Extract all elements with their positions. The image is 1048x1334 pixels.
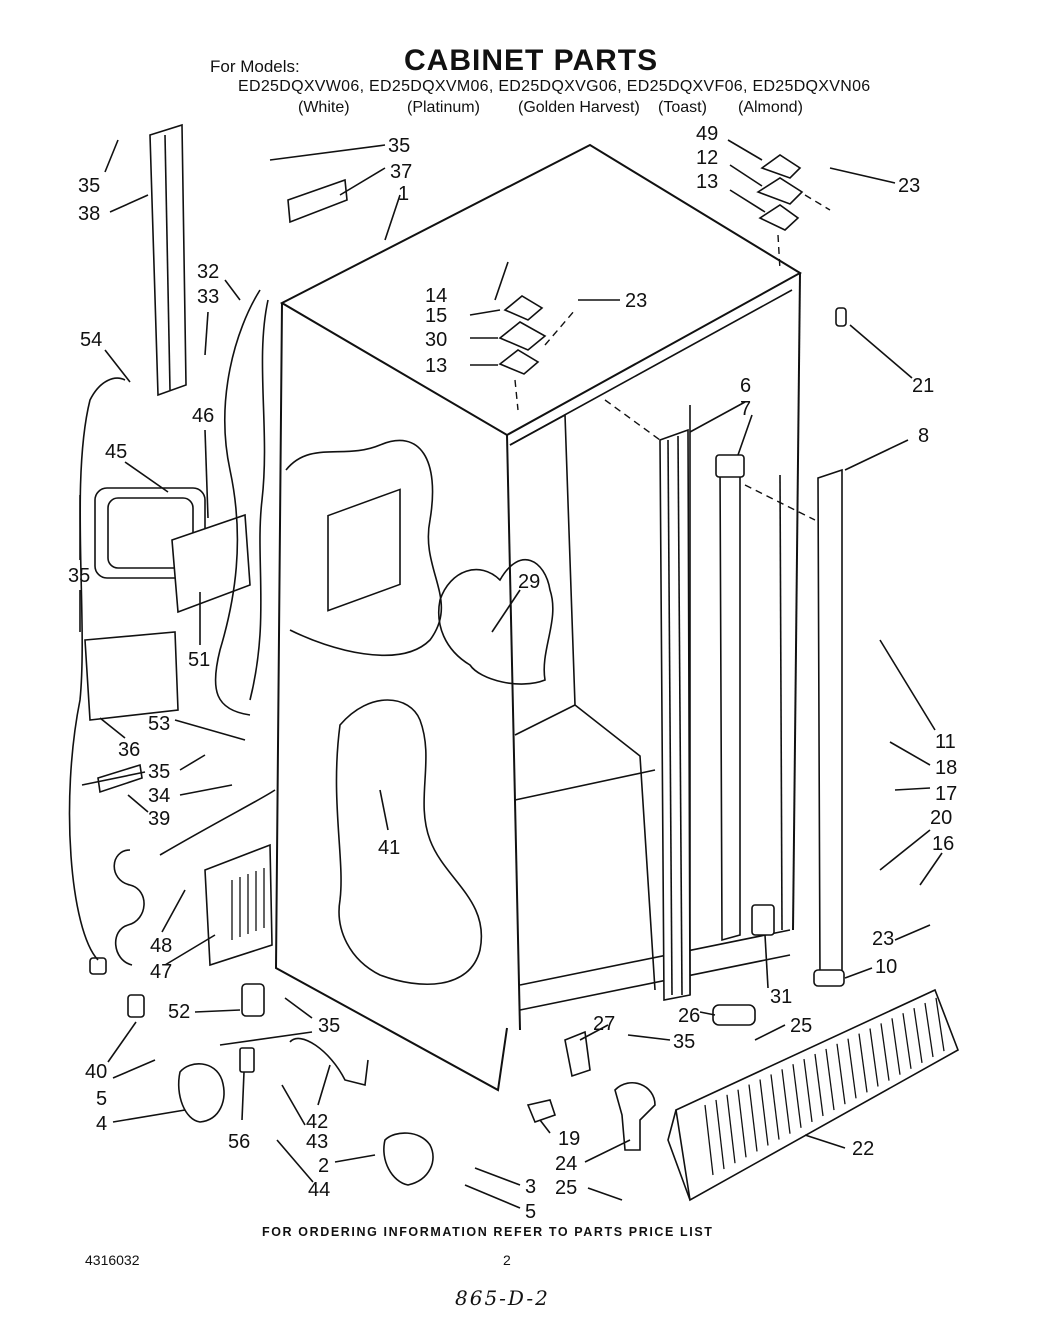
callout-49: 49 xyxy=(696,123,718,145)
callout-35: 35 xyxy=(148,761,170,783)
callout-39: 39 xyxy=(148,808,170,830)
callout-15: 15 xyxy=(425,305,447,327)
callout-11: 11 xyxy=(935,731,956,753)
color-white: (White) xyxy=(298,99,350,116)
callout-56: 56 xyxy=(228,1131,250,1153)
callout-23: 23 xyxy=(625,290,647,312)
callout-44: 44 xyxy=(308,1179,330,1201)
callout-23: 23 xyxy=(872,928,894,950)
callout-42: 42 xyxy=(306,1111,328,1133)
callout-30: 30 xyxy=(425,329,447,351)
handwritten-note: 865-D-2 xyxy=(455,1286,550,1310)
for-models-label: For Models: xyxy=(210,57,300,76)
callout-6: 6 xyxy=(740,375,751,397)
leader-lines xyxy=(79,139,943,1209)
strips-and-rails xyxy=(659,428,845,1026)
callout-20: 20 xyxy=(930,807,952,829)
callout-4: 4 xyxy=(96,1113,107,1135)
page-number: 2 xyxy=(503,1252,511,1268)
callout-45: 45 xyxy=(105,441,127,463)
ordering-note: FOR ORDERING INFORMATION REFER TO PARTS … xyxy=(262,1225,714,1239)
callout-40: 40 xyxy=(85,1061,107,1083)
callout-1: 1 xyxy=(398,183,409,205)
callout-35: 35 xyxy=(318,1015,340,1037)
callout-27: 27 xyxy=(593,1013,615,1035)
callout-47: 47 xyxy=(150,961,172,983)
callout-38: 38 xyxy=(78,203,100,225)
callout-labels: 35 37 1 35 38 32 33 54 46 45 35 51 53 36… xyxy=(68,123,957,1223)
callout-17: 17 xyxy=(935,783,957,805)
callout-33: 33 xyxy=(197,286,219,308)
callout-14: 14 xyxy=(425,285,447,307)
callout-54: 54 xyxy=(80,329,102,351)
callout-32: 32 xyxy=(197,261,219,283)
callout-13: 13 xyxy=(425,355,447,377)
callout-16: 16 xyxy=(932,833,954,855)
callout-53: 53 xyxy=(148,713,170,735)
callout-46: 46 xyxy=(192,405,214,427)
model-numbers: ED25DQXVW06, ED25DQXVM06, ED25DQXVG06, E… xyxy=(238,78,871,95)
callout-19: 19 xyxy=(558,1128,580,1150)
color-almond: (Almond) xyxy=(738,99,803,116)
page-title: CABINET PARTS xyxy=(404,44,659,77)
callout-25: 25 xyxy=(555,1177,577,1199)
callout-2: 2 xyxy=(318,1155,329,1177)
callout-24: 24 xyxy=(555,1153,577,1175)
callout-51: 51 xyxy=(188,649,210,671)
callout-35: 35 xyxy=(78,175,100,197)
callout-3: 3 xyxy=(525,1176,536,1198)
left-side-parts xyxy=(68,123,434,1186)
callout-23: 23 xyxy=(898,175,920,197)
callout-12: 12 xyxy=(696,147,718,169)
callout-37: 37 xyxy=(390,161,412,183)
callout-7: 7 xyxy=(740,398,751,420)
callout-29: 29 xyxy=(518,571,540,593)
callout-10: 10 xyxy=(875,956,897,978)
color-platinum: (Platinum) xyxy=(407,99,480,116)
callout-26: 26 xyxy=(678,1005,700,1027)
callout-5: 5 xyxy=(96,1088,107,1110)
upper-hinges xyxy=(498,154,847,411)
color-golden-harvest: (Golden Harvest) xyxy=(518,99,640,116)
callout-52: 52 xyxy=(168,1001,190,1023)
cabinet-body xyxy=(274,143,802,1092)
callout-41: 41 xyxy=(378,837,400,859)
callout-21: 21 xyxy=(912,375,934,397)
color-toast: (Toast) xyxy=(658,99,707,116)
lower-center-parts xyxy=(526,1030,656,1151)
callout-25: 25 xyxy=(790,1015,812,1037)
callout-5: 5 xyxy=(525,1201,536,1223)
alignment-lines xyxy=(544,194,831,521)
callout-48: 48 xyxy=(150,935,172,957)
document-number: 4316032 xyxy=(85,1252,140,1268)
callout-35: 35 xyxy=(388,135,410,157)
callout-35: 35 xyxy=(673,1031,695,1053)
callout-35: 35 xyxy=(68,565,90,587)
callout-13: 13 xyxy=(696,171,718,193)
callout-36: 36 xyxy=(118,739,140,761)
callout-43: 43 xyxy=(306,1131,328,1153)
callout-34: 34 xyxy=(148,785,170,807)
toe-grille xyxy=(667,988,959,1202)
callout-8: 8 xyxy=(918,425,929,447)
callout-31: 31 xyxy=(770,986,792,1008)
callout-18: 18 xyxy=(935,757,957,779)
callout-22: 22 xyxy=(852,1138,874,1160)
